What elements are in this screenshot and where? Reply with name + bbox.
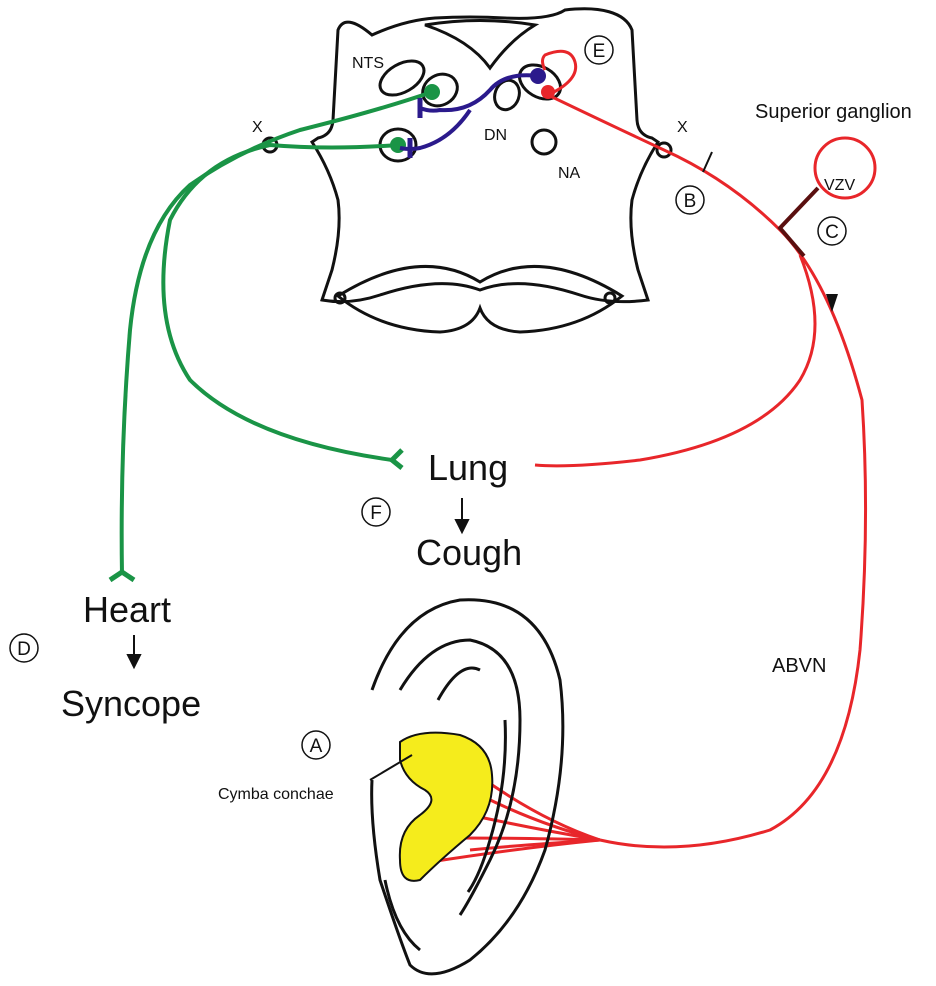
marker-c: C: [825, 222, 839, 243]
marker-f: F: [370, 503, 382, 524]
pyramids: [338, 266, 622, 332]
dn-label: DN: [484, 127, 507, 144]
fourth-ventricle: [425, 21, 535, 69]
green-heart-terminal: [110, 572, 134, 580]
marker-b: B: [684, 191, 697, 212]
na-nucleus: [532, 130, 556, 154]
syncope-label: Syncope: [61, 683, 201, 724]
arrows: [128, 498, 468, 667]
ear-antihelix-2: [438, 668, 480, 700]
b-marker-line: [703, 152, 712, 172]
ear-lobe-line: [385, 880, 420, 950]
nts-label: NTS: [352, 55, 384, 72]
red-main-tract: [548, 95, 866, 847]
abvn-label: ABVN: [772, 655, 826, 677]
heart-to-syncope-arrowhead: [128, 655, 140, 667]
vzv-spread-line: [780, 188, 818, 256]
brainstem-section: [263, 9, 671, 332]
right-corner-knob: [605, 293, 615, 303]
red-branch-to-lung: [535, 255, 815, 466]
cymba-conchae-label: Cymba conchae: [218, 786, 334, 803]
superior-ganglion-label: Superior ganglion: [755, 101, 912, 123]
lung-label: Lung: [428, 447, 508, 488]
ear-fiber-4: [460, 838, 600, 840]
marker-d: D: [17, 639, 31, 660]
vzv-label: VZV: [824, 177, 855, 194]
marker-e: E: [593, 41, 606, 62]
green-to-lung: [163, 145, 398, 460]
na-label: NA: [558, 165, 581, 182]
heart-label: Heart: [83, 589, 171, 630]
x-left-label: X: [252, 119, 263, 136]
x-right-label: X: [677, 119, 688, 136]
efferent-pathway: [110, 92, 432, 580]
green-neuron-body-upper: [424, 84, 440, 100]
red-neuron-body: [541, 85, 555, 99]
brainstem-outline: [312, 9, 658, 302]
lung-to-cough-arrowhead: [456, 520, 468, 532]
cough-label: Cough: [416, 532, 522, 573]
green-lung-terminal: [392, 450, 402, 468]
marker-a: A: [310, 736, 323, 757]
